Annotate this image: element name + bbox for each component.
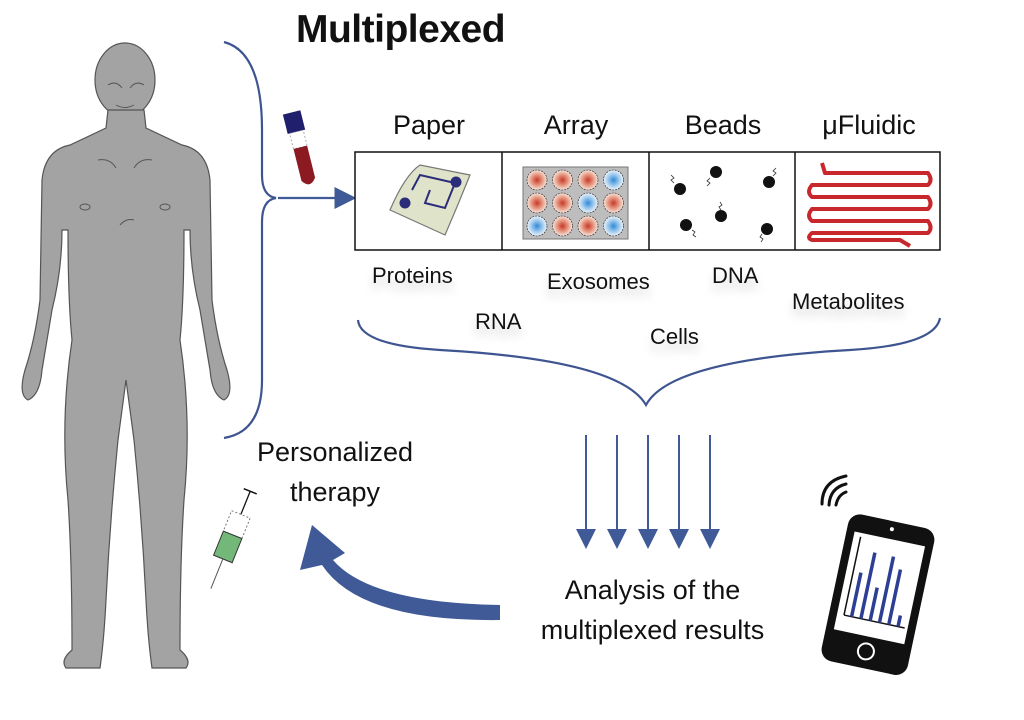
microarray-icon	[522, 166, 629, 240]
array-spot-red	[577, 169, 599, 191]
paper-device-icon	[389, 164, 471, 236]
phone-chart-bar	[887, 569, 903, 625]
array-spot-blue	[603, 169, 624, 191]
array-spot-blue	[577, 192, 599, 214]
smartphone-icon	[821, 514, 935, 675]
array-spot-blue	[603, 215, 624, 237]
array-spot-red	[552, 192, 573, 214]
therapy-label-line2: therapy	[289, 477, 381, 507]
wireless-signal-icon	[820, 474, 848, 507]
analyte-dna: DNA	[712, 263, 759, 288]
phone-chart-bar	[859, 552, 877, 620]
array-spot-blue	[526, 215, 548, 237]
platform-label-microfluidic: μFluidic	[822, 110, 916, 140]
human-body-figure	[21, 42, 231, 669]
phone-chart-bar	[849, 572, 863, 618]
phone-chart-bar	[868, 587, 879, 621]
analyte-metabolites: Metabolites	[792, 289, 905, 314]
platform-label-beads: Beads	[684, 110, 762, 140]
array-spot-red	[552, 169, 573, 191]
analysis-label: Analysis of the multiplexed results	[520, 570, 785, 650]
platform-label-paper: Paper	[392, 110, 466, 140]
analysis-label-line1: Analysis of the	[564, 575, 741, 605]
blood-tube-icon	[282, 110, 316, 185]
therapy-label-line1: Personalized	[256, 437, 414, 467]
array-spot-red	[603, 192, 624, 214]
analysis-label-line2: multiplexed results	[540, 615, 765, 645]
diagram-title: Multiplexed	[296, 8, 506, 51]
analyte-proteins: Proteins	[372, 263, 453, 288]
result-arrows	[576, 435, 720, 549]
array-spot-red	[526, 192, 548, 214]
therapy-label: Personalized therapy	[230, 432, 440, 512]
analyte-brace	[356, 317, 942, 408]
left-bracket	[223, 40, 277, 440]
platform-label-array: Array	[543, 110, 609, 140]
analyte-cells: Cells	[650, 324, 699, 349]
analyte-rna: RNA	[475, 309, 522, 334]
phone-chart-bar	[896, 615, 903, 627]
array-spot-red	[526, 169, 548, 191]
analyte-exosomes: Exosomes	[547, 269, 650, 294]
phone-chart-bar	[877, 556, 896, 623]
beads-icon	[670, 166, 777, 243]
feedback-arrow	[300, 525, 500, 621]
array-spot-red	[552, 215, 573, 237]
array-spot-red	[577, 215, 599, 237]
microfluidic-channel-icon	[807, 162, 933, 248]
syringe-icon	[210, 487, 257, 589]
body-details	[79, 82, 171, 226]
